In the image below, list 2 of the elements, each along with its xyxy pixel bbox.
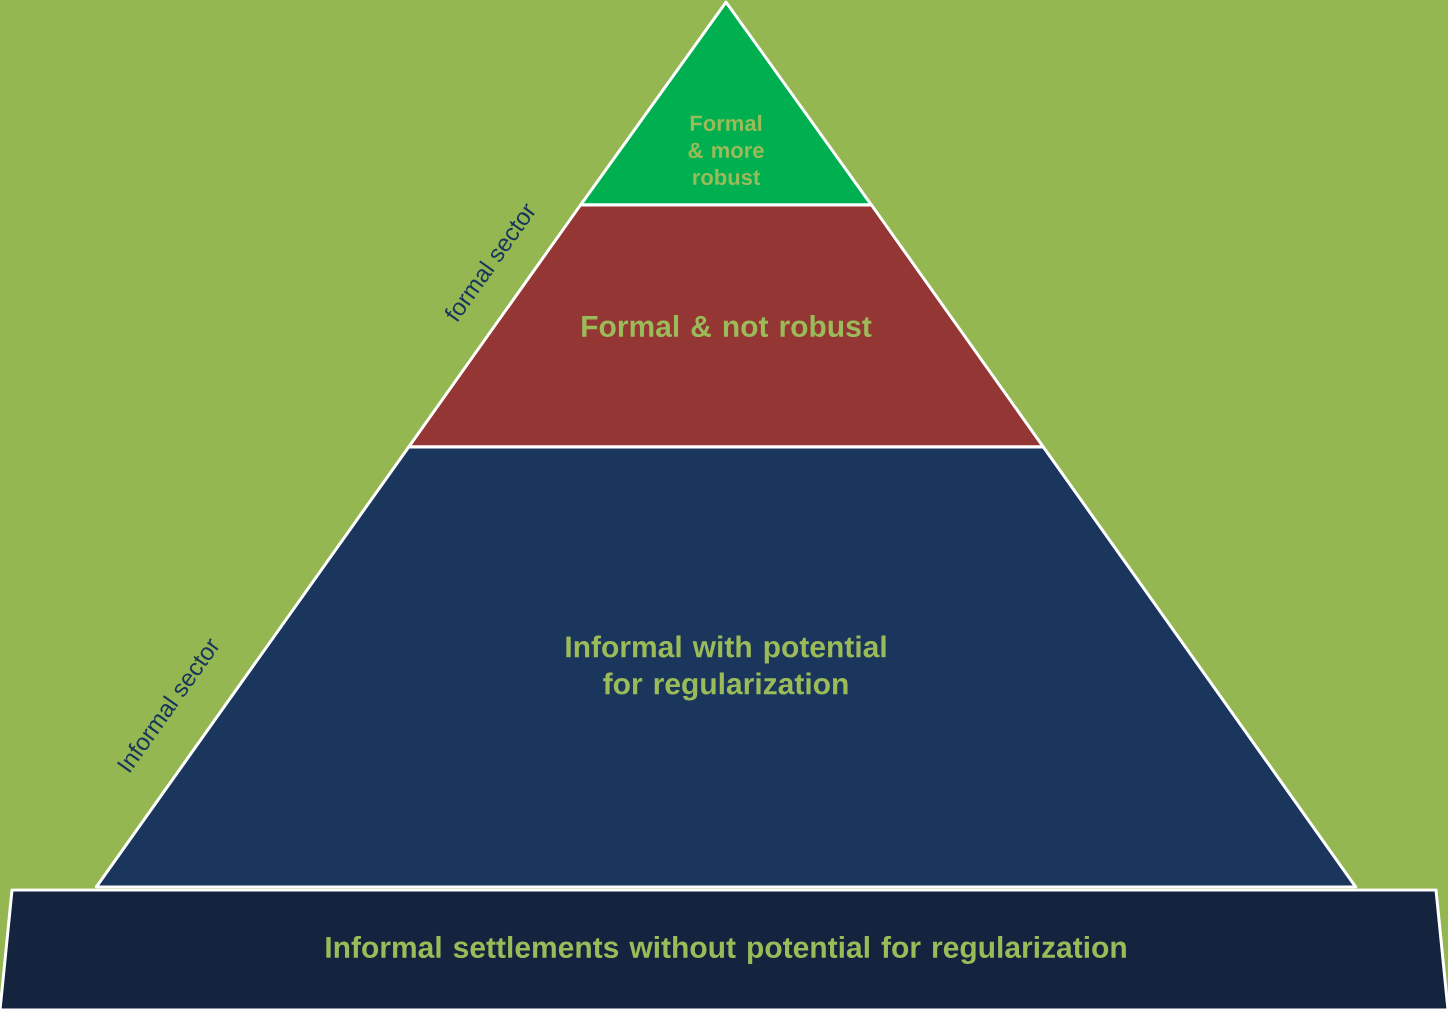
- pyramid-tier: Informal settlements without potential for regularization: [0, 888, 1448, 1010]
- pyramid-tier: Formal & more robust: [579, 0, 873, 207]
